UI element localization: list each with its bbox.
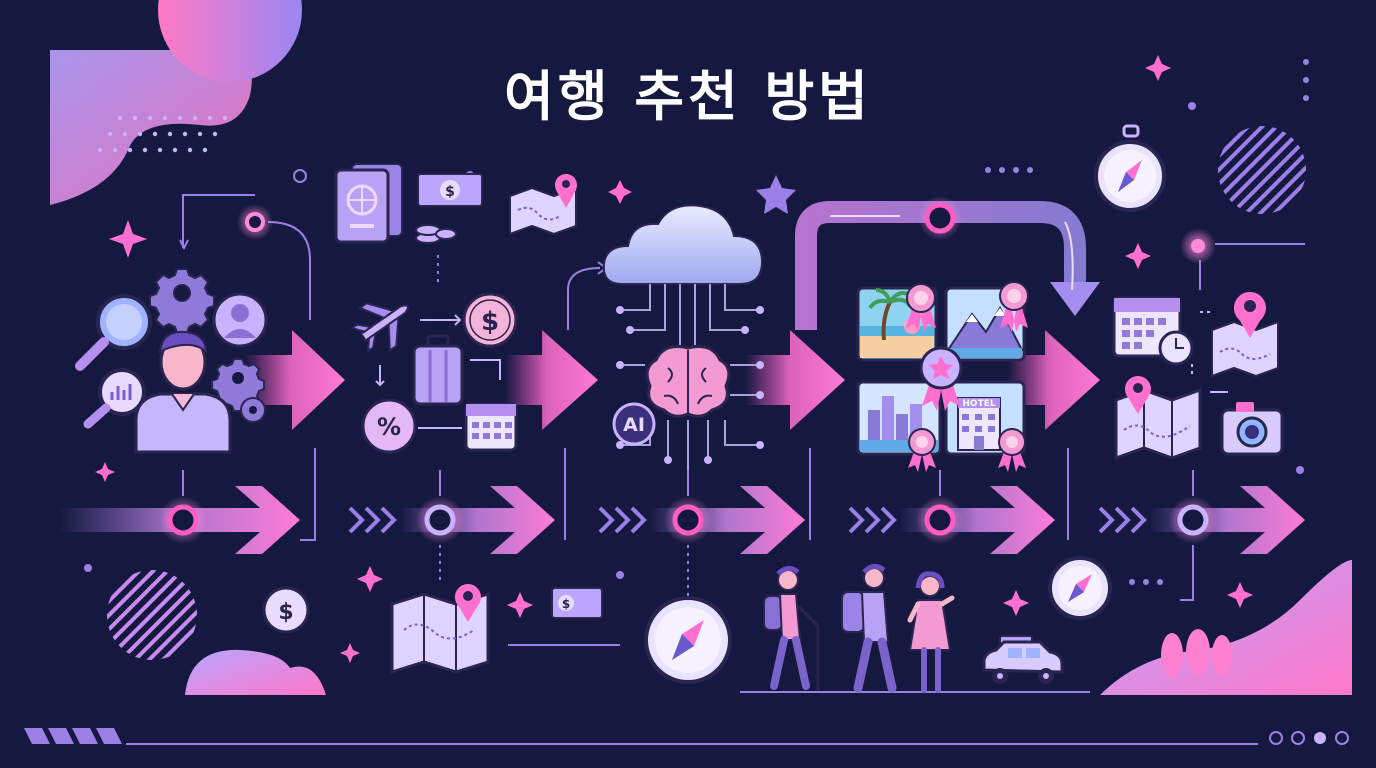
lower-flow-segment-5 [1098, 486, 1305, 554]
lower-flow-segment-2 [348, 486, 555, 554]
lower-flow-segment-3 [598, 486, 805, 554]
circuit-nodes [616, 306, 764, 464]
award-badge-icon [908, 428, 936, 472]
main-arrow-4 [1008, 330, 1100, 430]
brain-icon [645, 345, 731, 418]
award-badge-icon [999, 281, 1029, 332]
page-title: 여행 추천 방법 [504, 65, 872, 128]
award-badge-icon [919, 346, 963, 411]
discount-symbol: % [377, 413, 401, 441]
person-icon [134, 330, 232, 454]
sparkles [95, 55, 1253, 663]
purple-star-icon [756, 175, 796, 214]
lower-flow-segment-1 [60, 486, 300, 554]
map-pin-icon [509, 174, 577, 236]
stage-ai-processing: AI [602, 204, 764, 470]
gear-icon [149, 268, 215, 334]
decorations [24, 0, 1352, 745]
airplane-icon [349, 302, 409, 353]
page-dot-active[interactable] [1314, 732, 1326, 744]
compass-icon [1048, 556, 1112, 620]
hiker-icon [763, 566, 820, 690]
gear-icon [240, 397, 266, 423]
ai-chip-icon: AI [612, 402, 656, 446]
stage-destination-recommendation: HOTEL [856, 281, 1029, 472]
camera-icon [1220, 402, 1284, 456]
bottom-left-blob [185, 649, 326, 695]
chart-magnifier-icon [83, 368, 146, 429]
calendar-icon [464, 402, 518, 452]
dollar-coin-icon: $ [462, 292, 518, 348]
page-dot[interactable] [1269, 731, 1283, 745]
bottom-stripes [24, 728, 122, 744]
folded-map-icon [390, 584, 490, 675]
compass-icon [644, 596, 732, 684]
compass-icon [1094, 124, 1166, 212]
banknote-icon: $ [551, 587, 603, 619]
folded-map-icon [1114, 376, 1202, 461]
bottom-right-blob [1100, 560, 1352, 695]
bottom-scene: $ $ [262, 556, 1112, 693]
main-arrow-3 [745, 330, 845, 430]
banknote-icon: $ [417, 173, 483, 207]
stage-itinerary [1094, 124, 1284, 461]
traveler-icon [907, 571, 955, 693]
calendar-clock-icon [1112, 296, 1194, 366]
suitcase-icon [412, 334, 464, 406]
bottom-banknote-dollar-sign: $ [562, 597, 570, 611]
coin-stack-icon [415, 224, 457, 244]
user-icon [212, 292, 268, 348]
top-left-sun [158, 0, 302, 82]
main-arrows [245, 330, 1100, 430]
main-arrow-2 [505, 330, 598, 430]
ground-path [508, 644, 1090, 693]
map-pin-icon [1211, 292, 1279, 378]
main-arrow-1 [245, 330, 345, 430]
discount-icon: % [361, 398, 417, 454]
bottom-right-petals [1161, 629, 1232, 677]
award-badge-icon [998, 428, 1026, 472]
award-badge-icon [906, 283, 936, 332]
bottom-coin-dollar-sign: $ [278, 600, 293, 625]
banknote-dollar-sign: $ [445, 184, 455, 200]
pagination [1269, 731, 1349, 745]
dollar-coin-icon: $ [262, 586, 310, 634]
car-icon [982, 635, 1064, 684]
striped-circle-top-right [1218, 126, 1306, 214]
connectors [179, 194, 1305, 330]
hotel-sign: HOTEL [962, 399, 995, 409]
dot-grid [97, 115, 228, 153]
stage-user-analysis [75, 268, 268, 454]
magnifier-icon [75, 294, 152, 371]
top-left-blob [50, 50, 252, 205]
glow-nodes [237, 204, 1216, 264]
stage-travel-planning: $ $ % [334, 163, 577, 454]
small-dots [84, 59, 1309, 585]
striped-circle-bottom-left [107, 570, 197, 660]
hiker-icon [841, 564, 897, 693]
passport-icon [334, 163, 403, 244]
lower-flow-segment-4 [848, 486, 1055, 554]
page-dot[interactable] [1335, 731, 1349, 745]
page-dot[interactable] [1291, 731, 1305, 745]
ai-badge-label: AI [623, 414, 645, 436]
lower-flow [60, 448, 1305, 601]
loop-arrow [795, 196, 1100, 330]
cloud-icon [602, 204, 764, 285]
coin-dollar-sign: $ [481, 307, 499, 337]
